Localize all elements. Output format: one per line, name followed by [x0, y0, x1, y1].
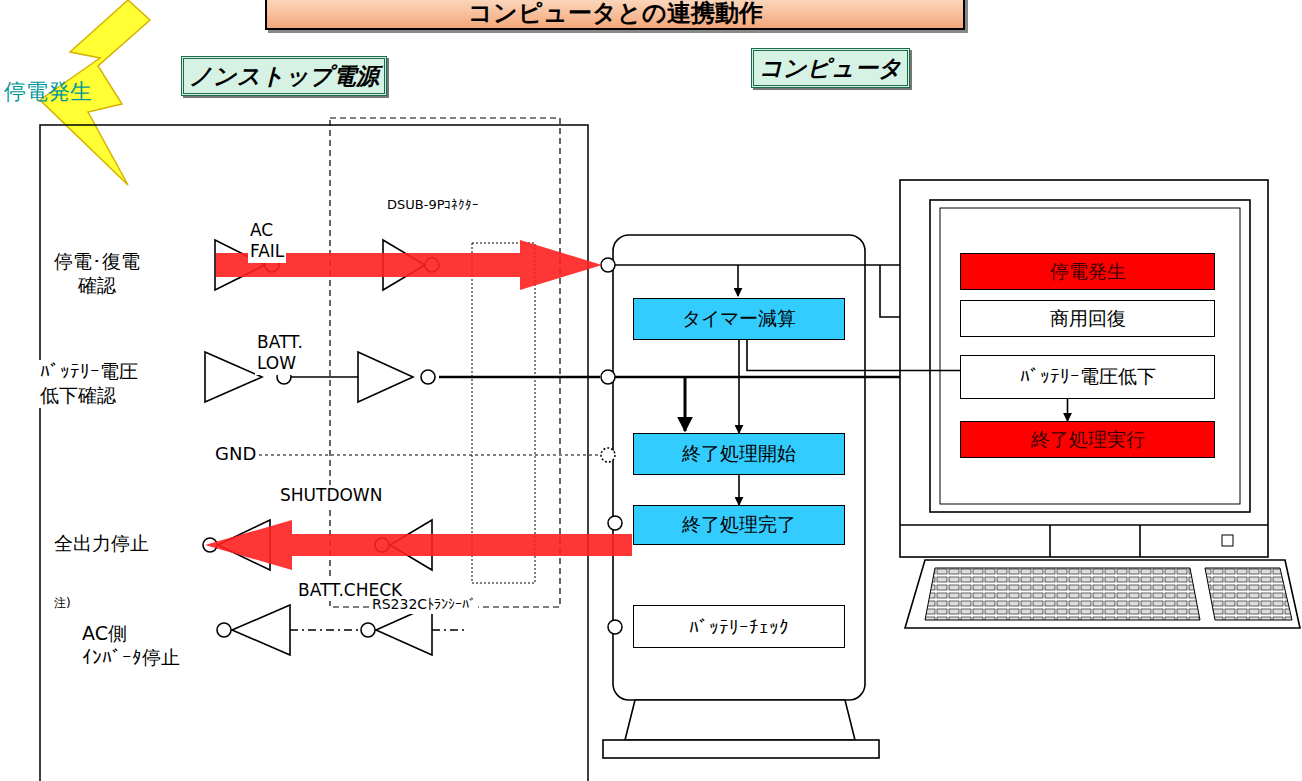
process-box: ﾊﾞｯﾃﾘｰﾁｪｯｸ [633, 605, 845, 648]
computer-tower [603, 235, 879, 758]
node-text: タイマー減算 [682, 306, 796, 332]
process-box: タイマー減算 [633, 298, 845, 340]
signal-name: SHUTDOWN [278, 485, 384, 506]
function-label: ﾊﾞｯﾃﾘｰ電圧 低下確認 [38, 360, 140, 408]
section-tag: コンピュータ [751, 48, 910, 88]
function-label: AC側 ｲﾝﾊﾞｰﾀ停止 [80, 622, 182, 670]
function-label: 停電･復電 確認 [52, 250, 142, 298]
title-text: コンピュータとの連携動作 [468, 0, 763, 29]
dsub-connector [472, 243, 535, 583]
signal-name: AC FAIL [248, 220, 286, 263]
node-text: 終了処理開始 [682, 441, 796, 467]
node-text: ﾊﾞｯﾃﾘｰﾁｪｯｸ [689, 616, 789, 638]
transceiver-box [330, 118, 560, 607]
node-text: コンピュータ [759, 53, 902, 84]
process-box: 終了処理完了 [633, 505, 845, 545]
part-name: DSUB-9Pｺﾈｸﾀｰ [385, 197, 482, 213]
screen-message: 停電発生 [960, 253, 1215, 290]
flow-arrow [738, 475, 740, 505]
pin-name: GND [213, 443, 258, 466]
node-text: 終了処理実行 [1031, 427, 1145, 453]
process-box: 終了処理開始 [633, 433, 845, 475]
screen-message: ﾊﾞｯﾃﾘｰ電圧低下 [960, 355, 1215, 399]
node-text: ノンストップ電源 [189, 61, 379, 92]
screen-message: 終了処理実行 [960, 421, 1215, 458]
part-name: RS232Cﾄﾗﾝｼｰﾊﾞ [370, 596, 478, 614]
section-tag: ノンストップ電源 [181, 56, 387, 96]
node-text: 終了処理完了 [682, 512, 796, 538]
node-text: 商用回復 [1050, 306, 1126, 332]
note-mark: 注) [52, 596, 73, 611]
buffer-gates [203, 240, 600, 655]
keyboard [905, 560, 1300, 628]
screen-message: 商用回復 [960, 300, 1215, 337]
node-text: 停電発生 [1050, 259, 1126, 285]
node-text: ﾊﾞｯﾃﾘｰ電圧低下 [1020, 364, 1156, 390]
event-label: 停電発生 [2, 78, 94, 106]
signal-name: BATT. LOW [255, 332, 305, 375]
title-box: コンピュータとの連携動作 [265, 0, 965, 30]
monitor [900, 180, 1268, 557]
gnd-line [235, 454, 600, 455]
interface-pins [601, 258, 622, 634]
flow-arrow [738, 340, 740, 433]
ups-housing [40, 125, 588, 781]
function-label: 全出力停止 [52, 532, 151, 556]
shutdown-arrow [205, 520, 632, 570]
ac-fail-arrow [216, 240, 602, 290]
